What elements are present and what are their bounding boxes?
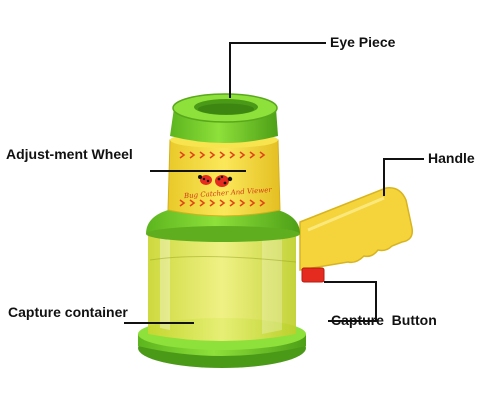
container-lid [146,208,300,242]
capture-container [148,232,297,341]
ladybug-icon [215,175,233,187]
label-eye-piece: Eye Piece [330,34,396,50]
handle [299,187,414,271]
leader-eye-piece [229,42,326,98]
adjustment-wheel: Bug Catcher And Viewer [167,132,281,217]
wheel-chevrons [179,151,266,207]
leader-capture-button [324,281,377,322]
capture-button [301,267,325,283]
label-handle: Handle [428,150,475,166]
leader-lines [124,42,424,324]
leader-handle [383,158,424,196]
label-capture-container: Capture container [8,304,128,320]
label-capture-button: Capture Button [331,312,437,328]
ladybug-icon [198,175,212,185]
label-adjustment-wheel: Adjust-ment Wheel [6,146,133,162]
eye-piece [170,93,278,143]
